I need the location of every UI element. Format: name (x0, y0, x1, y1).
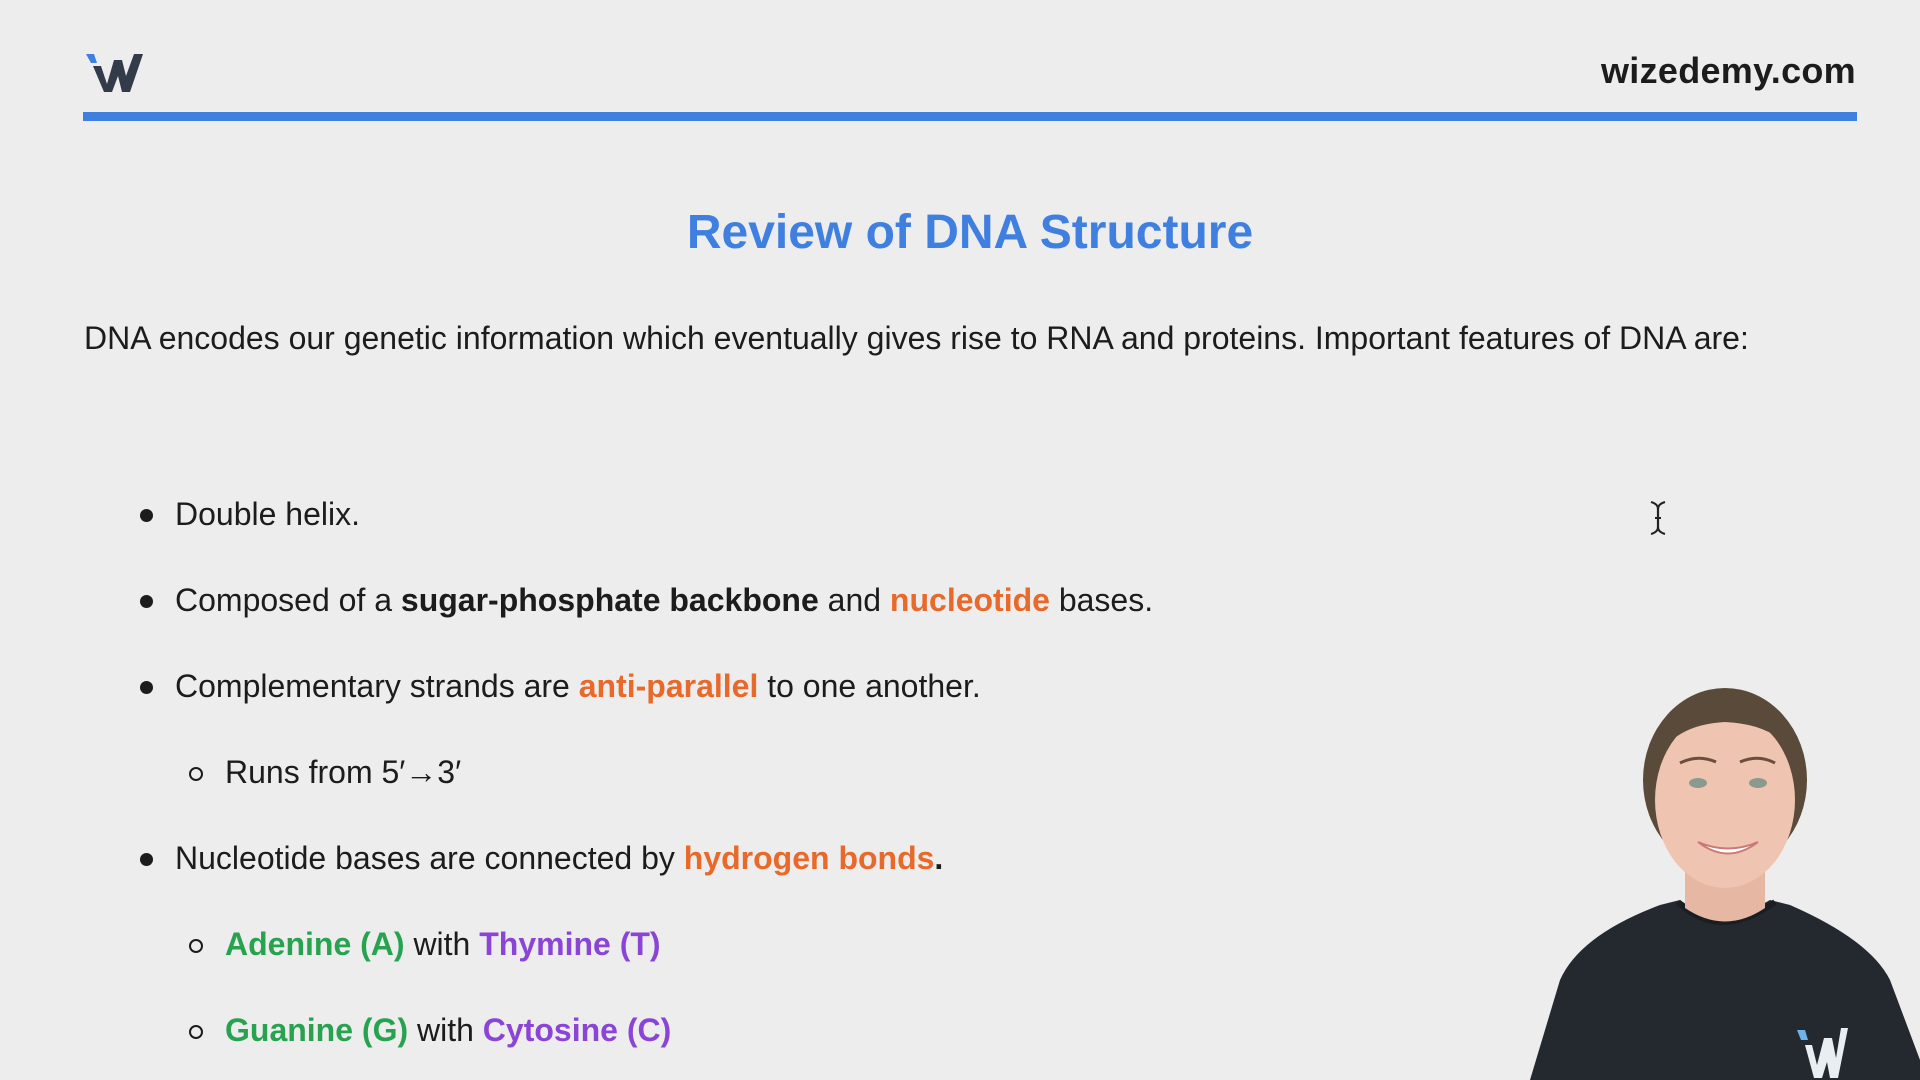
list-item-composition: Composed of a sugar-phosphate backbone a… (140, 580, 1154, 620)
bullet-dot-icon (140, 853, 153, 866)
term-adenine: Adenine (A) (225, 926, 405, 962)
item-text: Composed of a (175, 582, 401, 618)
bullet-dot-icon (140, 509, 153, 522)
term-guanine: Guanine (G) (225, 1012, 409, 1048)
item-text: to one another. (758, 668, 981, 704)
item-text: with (404, 926, 480, 962)
bullet-circle-icon (189, 767, 203, 781)
item-text: bases. (1049, 582, 1154, 618)
item-text: and (818, 582, 890, 618)
item-text: Double helix. (175, 496, 360, 532)
intro-paragraph: DNA encodes our genetic information whic… (84, 320, 1749, 356)
term-anti-parallel: anti-parallel (578, 668, 759, 704)
wizedemy-logo-icon (86, 54, 143, 92)
list-subitem-at-pair: Adenine (A) with Thymine (T) (189, 924, 661, 964)
bullet-dot-icon (140, 681, 153, 694)
term-hydrogen-bonds: hydrogen bonds (683, 840, 935, 876)
item-text: with (408, 1012, 483, 1048)
list-item-anti-parallel: Complementary strands are anti-parallel … (140, 666, 981, 706)
term-cytosine: Cytosine (C) (482, 1012, 672, 1048)
bullet-dot-icon (140, 595, 153, 608)
text-cursor-icon (1650, 501, 1666, 535)
item-text: Complementary strands are (175, 668, 579, 704)
slide-title: Review of DNA Structure (686, 206, 1254, 259)
list-item-hydrogen-bonds: Nucleotide bases are connected by hydrog… (140, 838, 944, 878)
list-subitem-gc-pair: Guanine (G) with Cytosine (C) (189, 1010, 672, 1050)
term-nucleotide: nucleotide (889, 582, 1050, 618)
bullet-circle-icon (189, 939, 203, 953)
item-text: . (934, 840, 944, 876)
item-text: Runs from 5′→3′ (225, 754, 462, 790)
header-divider (83, 112, 1857, 121)
item-text: Nucleotide bases are connected by (175, 840, 684, 876)
presenter-video-overlay (1530, 688, 1920, 1080)
site-name: wizedemy.com (1600, 50, 1856, 91)
list-item-double-helix: Double helix. (140, 494, 360, 534)
term-thymine: Thymine (T) (479, 926, 661, 962)
bullet-circle-icon (189, 1025, 203, 1039)
term-sugar-phosphate-backbone: sugar-phosphate backbone (400, 582, 819, 618)
list-subitem-direction: Runs from 5′→3′ (189, 752, 462, 792)
